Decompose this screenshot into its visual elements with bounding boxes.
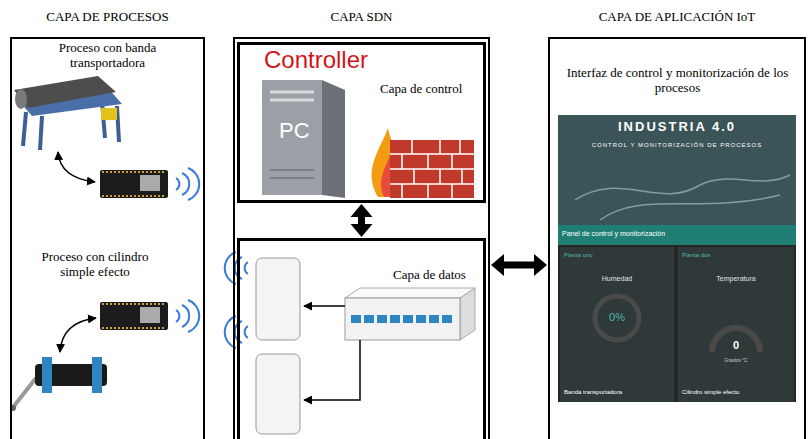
dashboard-screenshot	[558, 225, 796, 245]
dashboard-screenshot	[558, 245, 796, 402]
network-switch	[429, 315, 439, 323]
controller-title: Controller	[264, 46, 368, 74]
network-switch	[390, 315, 400, 323]
conveyor-illustration	[14, 76, 116, 108]
server-illustration	[262, 80, 322, 195]
network-switch	[364, 315, 374, 323]
control-plane-box: ControllerCapa de control	[237, 42, 486, 203]
wifi-waves	[176, 310, 179, 322]
microcontroller-board	[140, 175, 160, 191]
card-footer: Cilindro simple efecto	[682, 389, 739, 396]
dashboard-bar-label: Panel de control y monitorización	[562, 230, 665, 238]
gauge-value: 0%	[560, 311, 674, 324]
access-point	[256, 354, 300, 434]
server-illustration	[270, 91, 314, 94]
gauge-title: Humedad	[560, 275, 674, 283]
microcontroller-board	[102, 303, 166, 305]
network-switch	[442, 315, 452, 323]
firewall-illustration	[372, 128, 474, 198]
server-illustration	[322, 80, 345, 198]
dashboard-card: Planta unoHumedad 0% Banda transportadora	[560, 247, 674, 402]
microcontroller-board	[102, 327, 166, 329]
link-arrow	[58, 152, 95, 182]
wifi-waves	[188, 300, 199, 332]
cable-arrow	[304, 306, 360, 400]
dashboard-screenshot	[678, 247, 794, 402]
wifi-waves	[188, 168, 199, 200]
server-illustration	[270, 99, 314, 102]
dashboard-screenshot	[575, 175, 790, 220]
conveyor-illustration	[14, 76, 122, 150]
double-arrow	[491, 254, 547, 276]
layer-heading: CAPA DE APLICACIÓN IoT	[548, 10, 806, 25]
network-switch	[460, 288, 475, 340]
wifi-waves	[182, 305, 189, 327]
access-point	[256, 258, 300, 340]
network-switch	[345, 288, 475, 340]
microcontroller-board	[100, 302, 168, 330]
layer-panel: CAPA SDNControllerCapa de controlCapa de…	[233, 37, 490, 439]
server-illustration	[270, 169, 314, 171]
layer-panel: CAPA DE APLICACIÓN IoTInterfaz de contro…	[548, 37, 806, 439]
layer-heading: CAPA SDN	[233, 10, 490, 25]
cylinder-illustration	[10, 357, 107, 411]
card-title: Planta uno	[564, 252, 593, 259]
microcontroller-board	[140, 307, 160, 323]
card-footer: Banda transportadora	[564, 389, 622, 396]
firewall-illustration	[390, 140, 474, 198]
cable-arrow	[304, 305, 345, 307]
wifi-waves	[245, 262, 248, 274]
firewall-illustration	[390, 140, 474, 198]
network-switch	[403, 315, 413, 323]
gauge-unit: Grados °C	[678, 358, 794, 364]
dashboard-screenshot	[558, 115, 796, 225]
wifi-waves	[176, 178, 179, 190]
gauge-value: 0	[678, 339, 794, 352]
dashboard-subtitle: CONTROL Y MONITORIZACIÓN DE PROCESOS	[558, 142, 796, 149]
data-plane-box: Capa de datos	[237, 238, 486, 439]
dashboard-screenshot	[558, 115, 796, 402]
device-label: PC	[279, 118, 310, 143]
wifi-waves	[245, 326, 248, 338]
double-arrow	[351, 204, 373, 237]
process-label: Proceso con cilindro simple efecto	[25, 250, 165, 280]
network-switch	[377, 315, 387, 323]
cylinder-illustration	[14, 378, 36, 406]
cylinder-illustration	[42, 357, 52, 393]
network-switch	[416, 315, 426, 323]
cable-arrow	[304, 340, 360, 400]
layer-panel: CAPA DE PROCESOSProceso con banda transp…	[10, 37, 205, 439]
link-arrow	[60, 318, 96, 352]
network-switch	[345, 288, 475, 298]
conveyor-illustration	[15, 89, 27, 109]
microcontroller-board	[100, 170, 168, 198]
layer-heading: CAPA DE PROCESOS	[10, 10, 205, 25]
microcontroller-board	[102, 195, 166, 197]
microcontroller-board	[102, 171, 166, 173]
network-switch	[345, 298, 460, 340]
dashboard-screenshot	[560, 247, 674, 402]
network-switch	[351, 315, 361, 323]
cylinder-illustration	[92, 357, 102, 393]
interface-label: Interfaz de control y monitorización de …	[565, 66, 790, 96]
access-point	[256, 258, 300, 434]
process-label: Proceso con banda transportadora	[40, 41, 175, 71]
dashboard-title: INDUSTRIA 4.0	[558, 120, 796, 135]
conveyor-illustration	[101, 108, 117, 120]
card-title: Planta dos	[682, 252, 710, 259]
dashboard-card: Planta dosTemperatura 0Cilindro simple ef…	[678, 247, 794, 402]
plane-label: Capa de control	[380, 82, 462, 97]
plane-label: Capa de datos	[393, 268, 466, 283]
wifi-waves	[182, 173, 189, 195]
server-illustration	[262, 80, 345, 198]
server-illustration	[270, 177, 314, 179]
gauge-title: Temperatura	[678, 275, 794, 283]
